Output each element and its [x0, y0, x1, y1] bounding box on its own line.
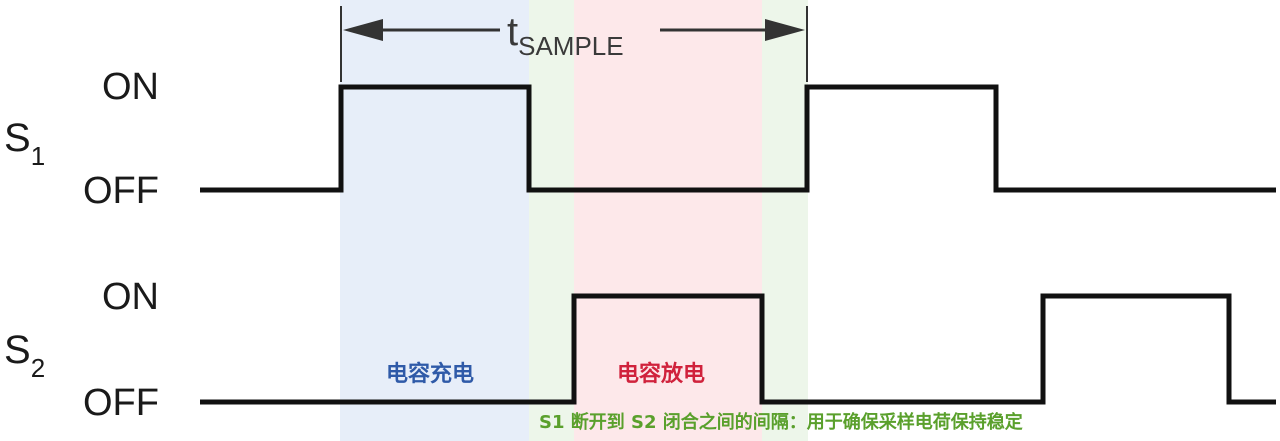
- charge-region: [340, 0, 529, 441]
- discharge-zone-label: 电容放电: [617, 362, 706, 387]
- s1-subscript: 1: [30, 141, 46, 171]
- gap-region-left: [529, 0, 574, 441]
- tsample-arrowhead-right: [765, 19, 805, 41]
- s1-signal-label: S1: [4, 118, 45, 169]
- s2-off-label: OFF: [83, 382, 159, 424]
- s2-subscript: 2: [30, 353, 46, 383]
- s2-name: S: [4, 328, 31, 372]
- tsample-subscript: SAMPLE: [518, 31, 624, 61]
- s1-name: S: [4, 116, 31, 160]
- gap-note: S1 断开到 S2 闭合之间的间隔：用于确保采样电荷保持稳定: [539, 412, 1023, 433]
- charge-zone-label: 电容充电: [386, 362, 475, 387]
- tsample-arrowhead-left: [343, 19, 383, 41]
- tsample-label: tSAMPLE: [507, 12, 624, 59]
- s2-on-label: ON: [102, 276, 159, 318]
- s2-signal-label: S2: [4, 330, 45, 381]
- s2-waveform: [200, 293, 1276, 405]
- s1-off-label: OFF: [83, 170, 159, 212]
- s1-on-label: ON: [102, 66, 159, 108]
- tsample-main: t: [507, 10, 519, 54]
- gap-region-right: [762, 0, 808, 441]
- s1-waveform: [200, 84, 1276, 193]
- discharge-region: [574, 0, 762, 441]
